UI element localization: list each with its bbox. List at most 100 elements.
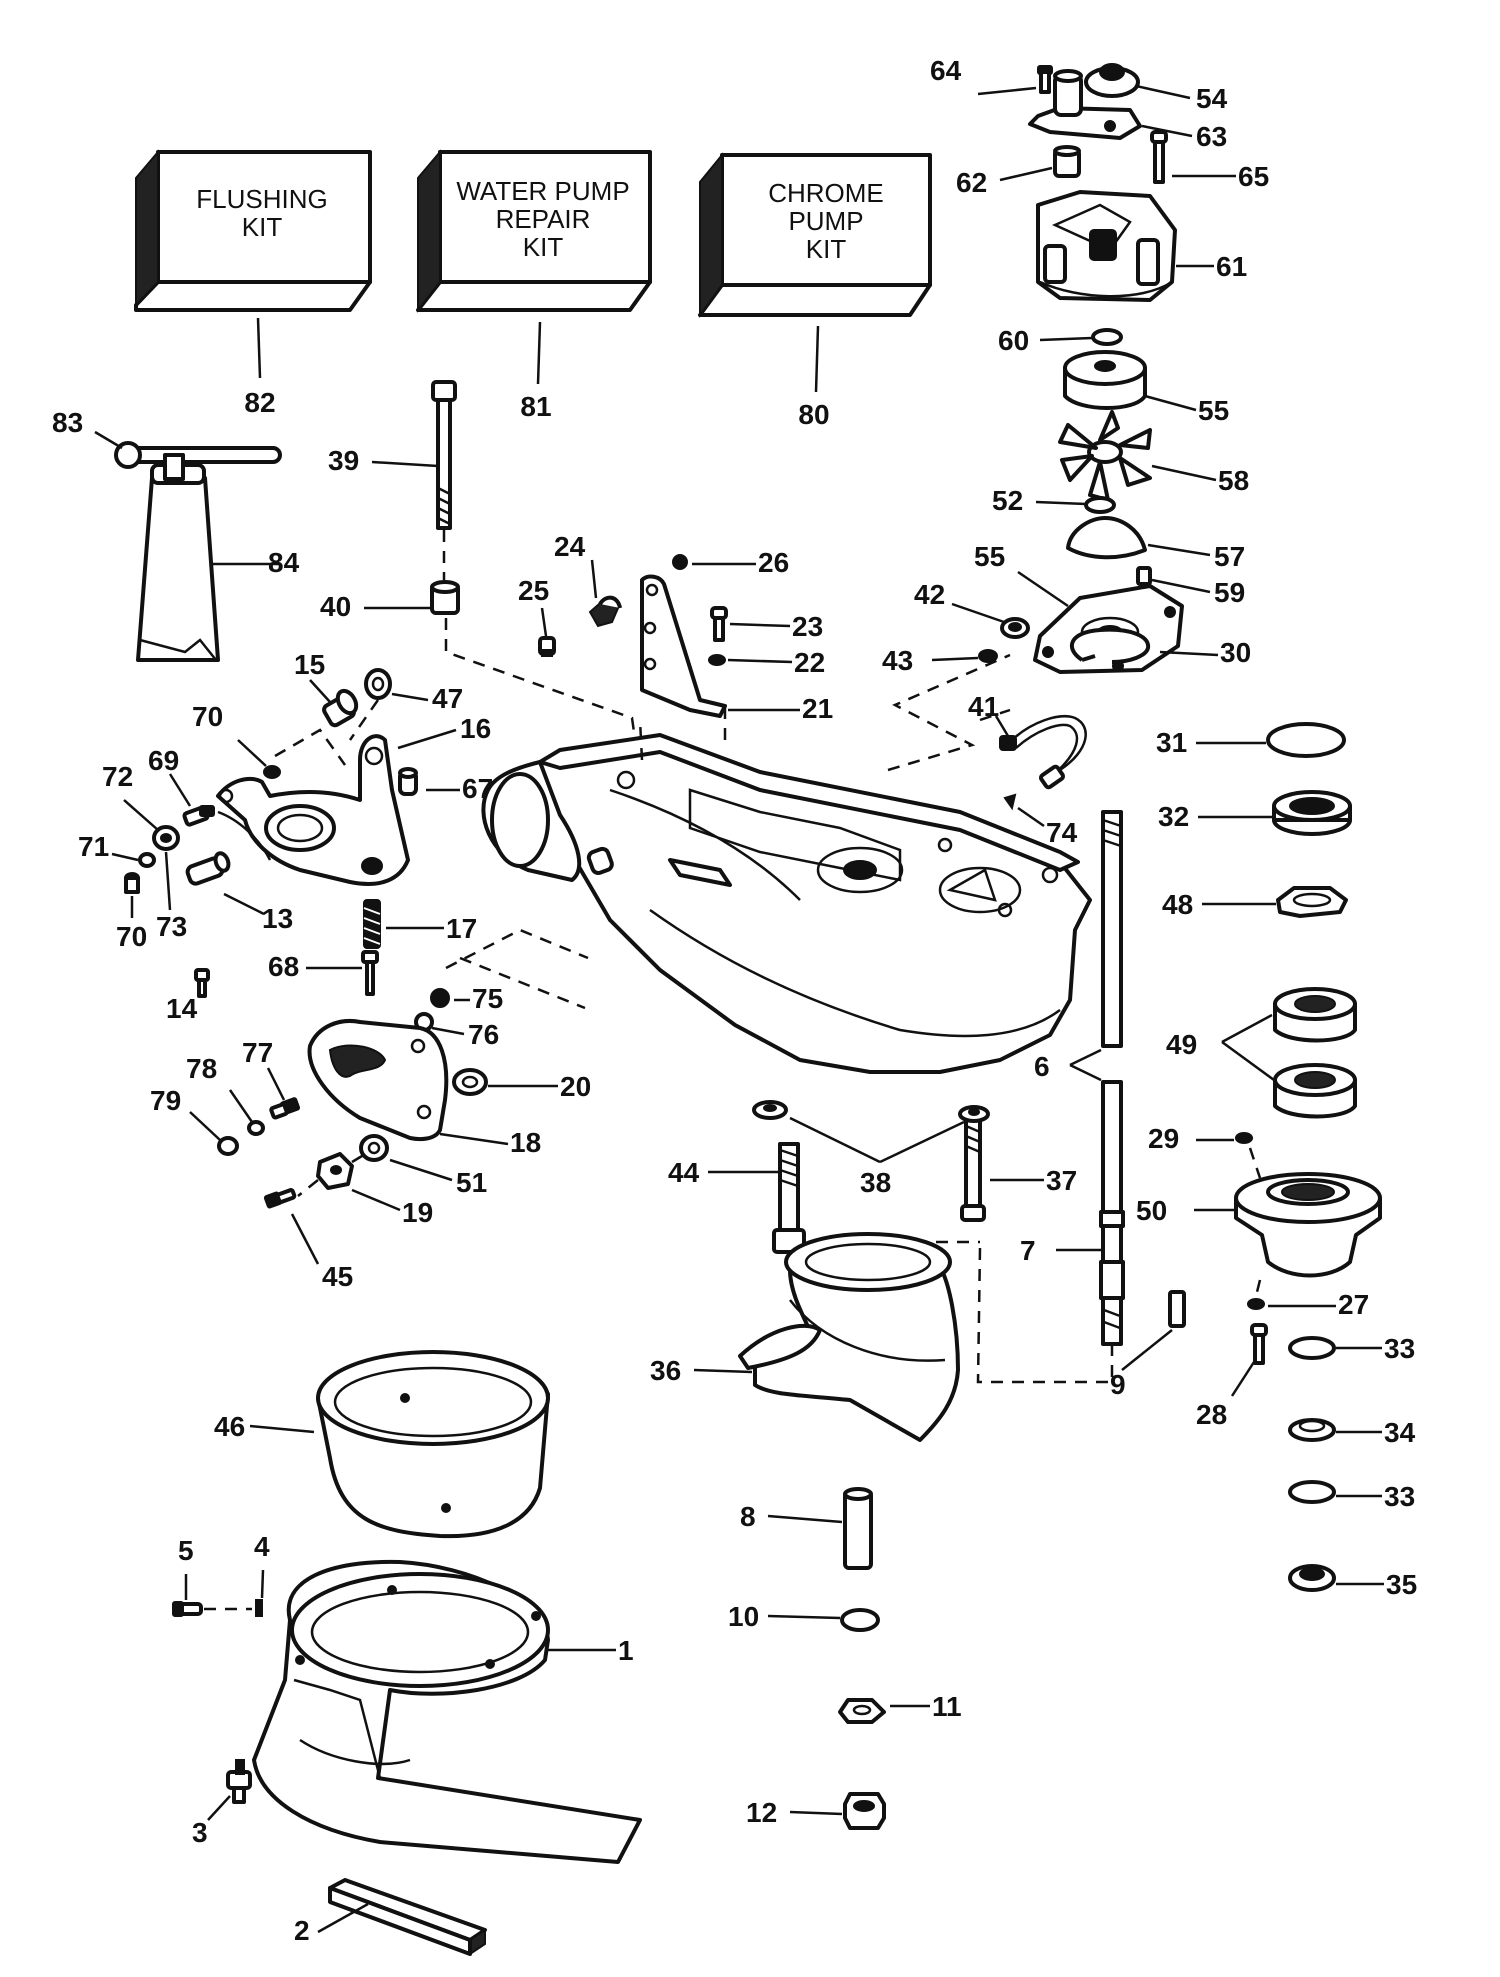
label-37: 37 [1046, 1165, 1077, 1196]
seal-33b [1288, 1480, 1336, 1504]
label-33-lower: 33 [1384, 1481, 1415, 1512]
label-34: 34 [1384, 1417, 1416, 1448]
label-11: 11 [932, 1691, 962, 1722]
label-8: 8 [740, 1501, 756, 1532]
label-52: 52 [992, 485, 1023, 516]
pin-13 [185, 851, 231, 886]
nut-70-lower [124, 872, 140, 894]
label-59: 59 [1214, 577, 1245, 608]
washer-51 [359, 1134, 389, 1162]
label-55-upper: 55 [1198, 395, 1229, 426]
label-5: 5 [178, 1535, 194, 1566]
label-69: 69 [148, 745, 179, 776]
label-22: 22 [794, 647, 825, 678]
label-77: 77 [242, 1037, 273, 1068]
label-4: 4 [254, 1531, 270, 1562]
label-14: 14 [166, 993, 198, 1024]
label-7: 7 [1020, 1235, 1036, 1266]
sleeve-62 [1053, 145, 1081, 178]
label-25: 25 [518, 575, 549, 606]
label-2: 2 [294, 1915, 310, 1946]
driveshaft-7 [1099, 1080, 1125, 1346]
label-58: 58 [1218, 465, 1249, 496]
screw-28 [1250, 1323, 1268, 1365]
square-nut-19 [316, 1152, 354, 1190]
label-62: 62 [956, 167, 987, 198]
nut-43 [978, 649, 998, 663]
label-76: 76 [468, 1019, 499, 1050]
o-ring-52 [1084, 496, 1116, 514]
nut-75 [430, 988, 450, 1008]
label-45: 45 [322, 1261, 353, 1292]
driveshaft-6 [1101, 810, 1123, 1048]
screw-65 [1150, 130, 1168, 184]
impeller-58 [1058, 410, 1152, 502]
label-13: 13 [262, 903, 293, 934]
screw-23 [710, 606, 728, 642]
bolt-39 [431, 380, 457, 530]
label-65: 65 [1238, 161, 1269, 192]
seal-33a [1288, 1336, 1336, 1360]
label-84: 84 [268, 547, 300, 578]
label-31: 31 [1156, 727, 1187, 758]
label-46: 46 [214, 1411, 245, 1442]
nut-71 [138, 852, 156, 868]
spacer-40 [430, 580, 460, 615]
label-18: 18 [510, 1127, 541, 1158]
label-33-upper: 33 [1384, 1333, 1415, 1364]
washer-78 [247, 1120, 265, 1136]
label-10: 10 [728, 1601, 759, 1632]
washer-47 [364, 668, 392, 700]
label-20: 20 [560, 1071, 591, 1102]
label-36: 36 [650, 1355, 681, 1386]
label-30: 30 [1220, 637, 1251, 668]
label-47: 47 [432, 683, 463, 714]
fitting-3 [226, 1759, 252, 1804]
seal-35 [1288, 1564, 1336, 1592]
impeller-36 [738, 1232, 960, 1442]
label-16: 16 [460, 713, 491, 744]
retaining-ring-30 [1070, 627, 1151, 664]
label-9: 9 [1110, 1369, 1126, 1400]
nut-70-upper [263, 765, 281, 779]
label-80: 80 [798, 399, 829, 430]
label-38: 38 [860, 1167, 891, 1198]
washer-20 [452, 1068, 488, 1096]
label-24: 24 [554, 531, 586, 562]
impeller-liner-55 [1063, 350, 1147, 410]
label-54: 54 [1196, 83, 1228, 114]
sleeve-8 [843, 1487, 873, 1570]
bearing-housing-50 [1234, 1172, 1382, 1278]
label-43: 43 [882, 645, 913, 676]
intake-housing-1 [252, 1559, 642, 1864]
link-plate-18 [307, 1019, 449, 1141]
label-29: 29 [1148, 1123, 1179, 1154]
key-9 [1168, 1290, 1186, 1328]
o-ring-31 [1266, 722, 1346, 758]
stud-69 [182, 805, 215, 827]
washers-38 [752, 1100, 990, 1123]
screw-5 [172, 1601, 203, 1617]
seal-34 [1288, 1418, 1336, 1442]
nut-12 [843, 1792, 886, 1830]
bearing-49-lower [1273, 1063, 1357, 1119]
chrome-pump-kit-box: CHROME PUMP KIT [698, 152, 932, 319]
kit-label-line3: KIT [523, 232, 564, 262]
steering-bracket-16 [216, 734, 410, 886]
label-70-lower: 70 [116, 921, 147, 952]
flushing-tool [114, 441, 282, 662]
label-64: 64 [930, 55, 962, 86]
label-41: 41 [968, 691, 999, 722]
label-27: 27 [1338, 1289, 1369, 1320]
kit-label-line3: KIT [806, 234, 847, 264]
label-68: 68 [268, 951, 299, 982]
kit-label-line2: PUMP [788, 206, 863, 236]
fitting-74 [1003, 793, 1017, 811]
washer-4 [255, 1599, 263, 1617]
label-23: 23 [792, 611, 823, 642]
water-pump-repair-kit-box: WATER PUMP REPAIR KIT [416, 149, 652, 313]
grommet-42 [1000, 617, 1030, 639]
label-6: 6 [1034, 1051, 1050, 1082]
label-70-upper: 70 [192, 701, 223, 732]
